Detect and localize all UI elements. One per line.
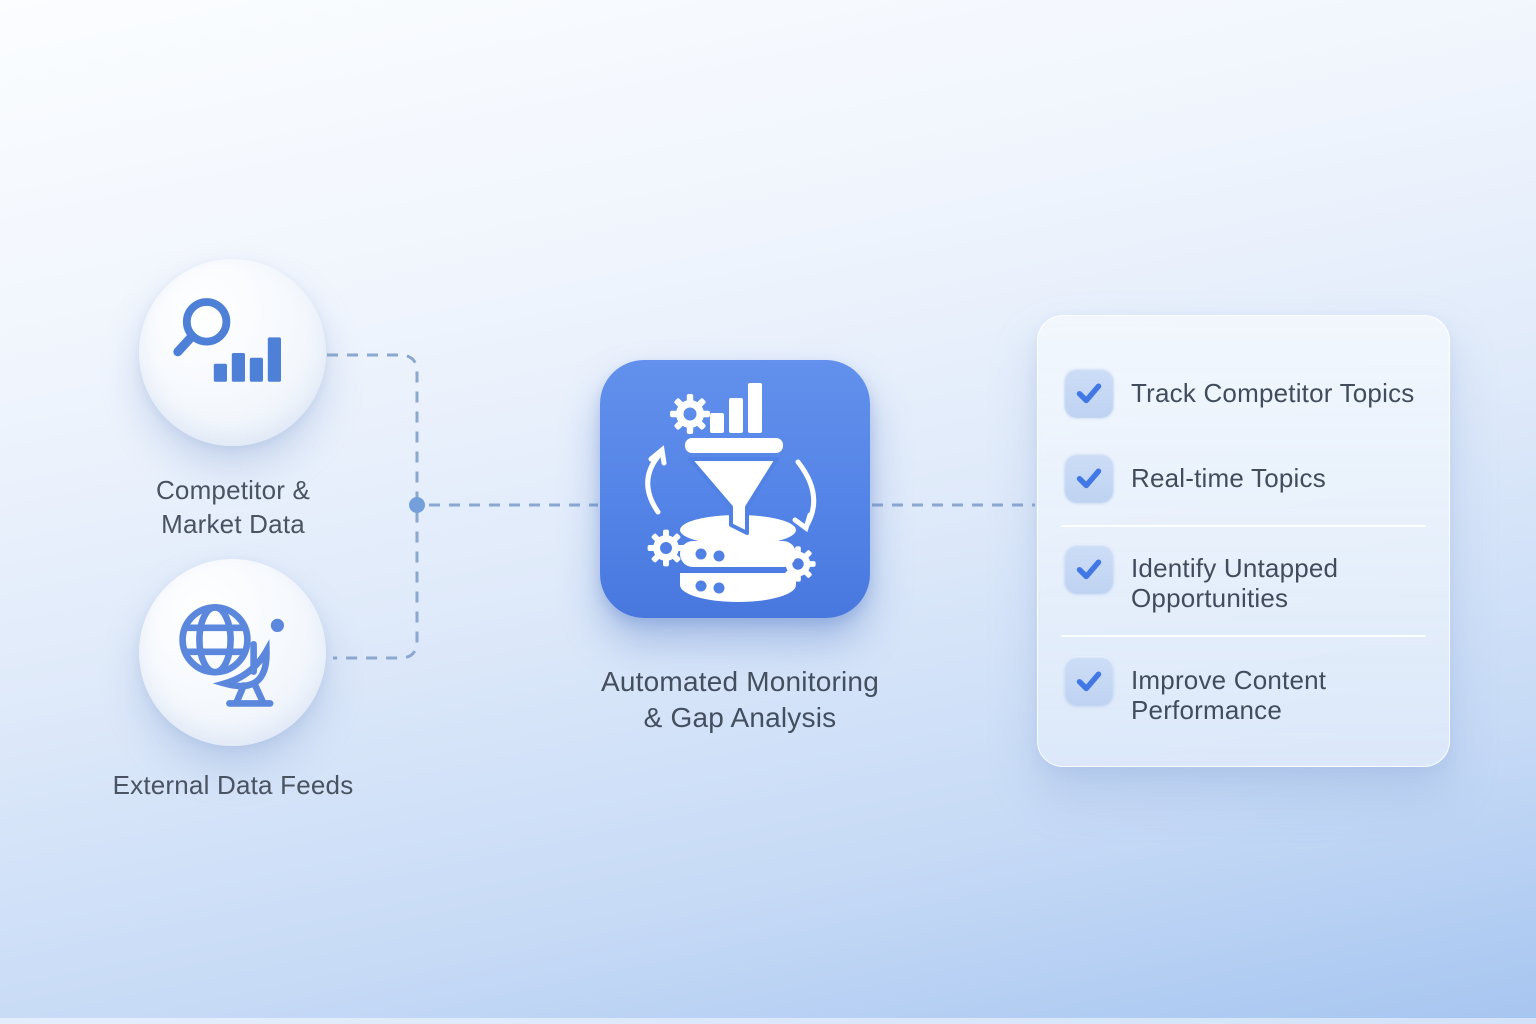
checklist-item-label: Improve Content Performance xyxy=(1131,665,1326,725)
gear-icon xyxy=(670,394,710,434)
junction-dot xyxy=(409,497,425,513)
search-analytics-icon xyxy=(172,297,281,382)
process-tile xyxy=(600,360,870,618)
label-line: Track Competitor Topics xyxy=(1131,378,1415,408)
label-line: & Gap Analysis xyxy=(643,702,837,733)
checkbox-checked[interactable] xyxy=(1064,544,1114,594)
checkbox-checked[interactable] xyxy=(1064,656,1114,706)
checklist-item-identify-untapped-opportunities: Identify Untapped Opportunities xyxy=(1064,544,1429,613)
node-competitor-market-data xyxy=(139,259,326,446)
checklist-item-label: Real-time Topics xyxy=(1131,463,1326,493)
checklist-item-label: Identify Untapped Opportunities xyxy=(1131,553,1338,613)
checklist-item-track-competitor-topics: Track Competitor Topics xyxy=(1064,368,1429,418)
label-line: Competitor & xyxy=(155,475,311,505)
funnel-gears-database-icon xyxy=(645,383,817,602)
bottom-edge-highlight xyxy=(0,1018,1536,1024)
gear-icon xyxy=(647,529,685,567)
checkmark-icon xyxy=(1076,383,1102,404)
database-glyph xyxy=(680,515,796,602)
checkbox-checked[interactable] xyxy=(1064,453,1114,503)
checkmark-icon xyxy=(1076,468,1102,489)
checkbox-checked[interactable] xyxy=(1064,368,1114,418)
checklist-item-real-time-topics: Real-time Topics xyxy=(1064,453,1429,503)
label-automated-monitoring: Automated Monitoring & Gap Analysis xyxy=(555,664,925,736)
label-external-data-feeds: External Data Feeds xyxy=(63,768,403,802)
label-line: Automated Monitoring xyxy=(601,666,879,697)
label-line: External Data Feeds xyxy=(112,770,354,800)
label-competitor-market-data: Competitor & Market Data xyxy=(63,473,403,541)
divider xyxy=(1061,635,1426,637)
label-line: Opportunities xyxy=(1131,583,1289,613)
divider xyxy=(1061,525,1426,527)
bar-chart-glyph xyxy=(710,383,762,433)
label-line: Market Data xyxy=(161,509,305,539)
label-line: Improve Content xyxy=(1131,665,1327,695)
label-line: Performance xyxy=(1131,695,1283,725)
node-external-data-feeds xyxy=(139,559,326,746)
funnel-glyph xyxy=(685,438,783,535)
globe-satellite-icon xyxy=(178,603,284,707)
checklist-item-improve-content-performance: Improve Content Performance xyxy=(1064,656,1429,725)
checkmark-icon xyxy=(1076,671,1102,692)
cycle-arrows-glyph xyxy=(645,445,817,533)
checklist-card: Track Competitor Topics Real-time Topics… xyxy=(1037,315,1450,767)
checkmark-icon xyxy=(1076,559,1102,580)
label-line: Identify Untapped xyxy=(1131,553,1339,583)
label-line: Real-time Topics xyxy=(1131,463,1326,493)
checklist-item-label: Track Competitor Topics xyxy=(1131,378,1414,408)
